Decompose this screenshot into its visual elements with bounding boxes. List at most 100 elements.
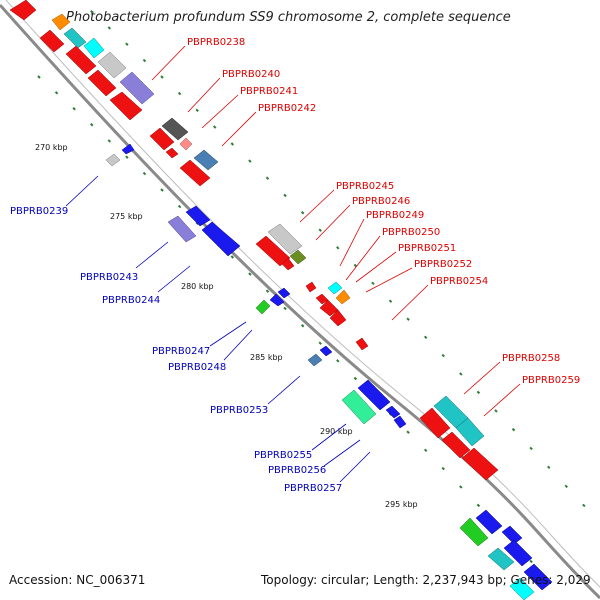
gene-label[interactable]: PBPRB0257 [284, 483, 342, 494]
gene-label[interactable]: PBPRB0253 [210, 405, 268, 416]
gene-arrow[interactable] [459, 517, 489, 547]
gene-label[interactable]: PBPRB0249 [366, 210, 424, 221]
gene-arrow[interactable] [51, 13, 71, 31]
gene-arrow[interactable] [355, 337, 369, 351]
gene-label[interactable]: PBPRB0246 [352, 196, 410, 207]
gene-arrow[interactable] [289, 249, 307, 265]
gene-arrow[interactable] [9, 0, 37, 21]
gene-arrow[interactable] [341, 389, 377, 425]
gene-arrow[interactable] [305, 281, 317, 293]
gene-arrow[interactable] [487, 547, 515, 571]
gene-arrow[interactable] [319, 345, 333, 357]
gene-label[interactable]: PBPRB0238 [187, 37, 245, 48]
gene-arrow[interactable] [63, 27, 87, 49]
gene-arrow[interactable] [385, 405, 401, 419]
gene-label[interactable]: PBPRB0243 [80, 272, 138, 283]
gene-arrow[interactable] [335, 289, 351, 305]
gene-arrow[interactable] [119, 71, 155, 105]
gene-arrow[interactable] [179, 159, 211, 187]
gene-label[interactable]: PBPRB0242 [258, 103, 316, 114]
gene-label[interactable]: PBPRB0239 [10, 206, 68, 217]
gene-arrow[interactable] [357, 379, 391, 411]
gene-label[interactable]: PBPRB0252 [414, 259, 472, 270]
gene-label[interactable]: PBPRB0258 [502, 353, 560, 364]
gene-arrow[interactable] [329, 309, 347, 327]
gene-arrow[interactable] [109, 91, 143, 121]
gene-arrow[interactable] [509, 577, 535, 600]
tick-mark [265, 176, 270, 180]
gene-arrow[interactable] [165, 147, 179, 159]
kbp-label: 280 kbp [181, 282, 214, 291]
gene-arrow[interactable] [255, 235, 291, 267]
gene-arrow[interactable] [455, 417, 485, 447]
gene-label[interactable]: PBPRB0255 [254, 450, 312, 461]
gene-label[interactable]: PBPRB0247 [152, 346, 210, 357]
gene-label[interactable]: PBPRB0248 [168, 362, 226, 373]
gene-arrow[interactable] [277, 287, 291, 299]
tick-mark [283, 193, 287, 198]
gene-label[interactable]: PBPRB0244 [102, 295, 160, 306]
tick-mark [423, 335, 428, 340]
gene-label[interactable]: PBPRB0245 [336, 181, 394, 192]
gene-arrow[interactable] [503, 539, 533, 567]
map-title: Photobacterium profundum SS9 chromosome … [66, 10, 511, 25]
gene-label[interactable]: PBPRB0251 [398, 243, 456, 254]
tick-mark [230, 255, 235, 259]
tick-mark [336, 246, 340, 250]
gene-arrow[interactable] [161, 117, 189, 141]
gene-arrow[interactable] [149, 127, 175, 151]
tick-mark [177, 91, 182, 96]
kbp-label: 270 kbp [35, 143, 68, 152]
gene-arrow[interactable] [281, 257, 295, 271]
gene-label[interactable]: PBPRB0250 [382, 227, 440, 238]
tick-mark [177, 204, 182, 209]
gene-arrow[interactable] [255, 299, 271, 315]
tick-mark [107, 26, 112, 30]
gene-arrow[interactable] [83, 37, 105, 59]
gene-label[interactable]: PBPRB0241 [240, 86, 298, 97]
gene-arrow[interactable] [501, 525, 523, 545]
tick-mark [90, 123, 94, 127]
gene-label[interactable]: PBPRB0256 [268, 465, 326, 476]
tick-mark [441, 466, 445, 471]
gene-arrow[interactable] [65, 45, 97, 75]
gene-arrow[interactable] [307, 353, 323, 367]
tick-mark [160, 188, 164, 192]
gene-arrow[interactable] [523, 563, 553, 591]
gene-label[interactable]: PBPRB0254 [430, 276, 488, 287]
gene-arrow[interactable] [39, 29, 65, 53]
tick-mark [300, 324, 305, 328]
gene-arrow[interactable] [419, 407, 451, 439]
accession-text: Accession: NC_006371 [9, 573, 146, 587]
gene-label[interactable]: PBPRB0240 [222, 69, 280, 80]
gene-arrow[interactable] [327, 281, 343, 295]
tick-mark [125, 42, 129, 46]
gene-arrow[interactable] [87, 69, 117, 97]
tick-mark [476, 390, 481, 395]
tick-mark [511, 427, 516, 432]
tick-mark [160, 75, 164, 79]
tick-mark [371, 281, 375, 285]
tick-mark [230, 142, 235, 146]
gene-label[interactable]: PBPRB0259 [522, 375, 580, 386]
gene-arrow[interactable] [475, 509, 503, 535]
gene-arrow[interactable] [269, 293, 285, 307]
tick-mark [265, 289, 270, 293]
gene-arrow[interactable] [201, 221, 241, 257]
tick-mark [353, 263, 358, 268]
gene-arrow[interactable] [185, 205, 211, 227]
gene-arrow[interactable] [179, 137, 193, 151]
tick-mark [476, 503, 481, 508]
gene-arrow[interactable] [441, 431, 471, 459]
gene-arrow[interactable] [121, 143, 135, 155]
gene-arrow[interactable] [267, 223, 303, 255]
tick-mark [54, 91, 59, 95]
gene-arrow[interactable] [393, 415, 407, 429]
tick-mark [459, 372, 463, 376]
gene-arrow[interactable] [167, 215, 197, 243]
gene-arrow[interactable] [97, 51, 127, 79]
gene-arrow[interactable] [193, 149, 219, 171]
gene-arrow[interactable] [105, 153, 121, 167]
gene-arrow[interactable] [461, 447, 499, 481]
